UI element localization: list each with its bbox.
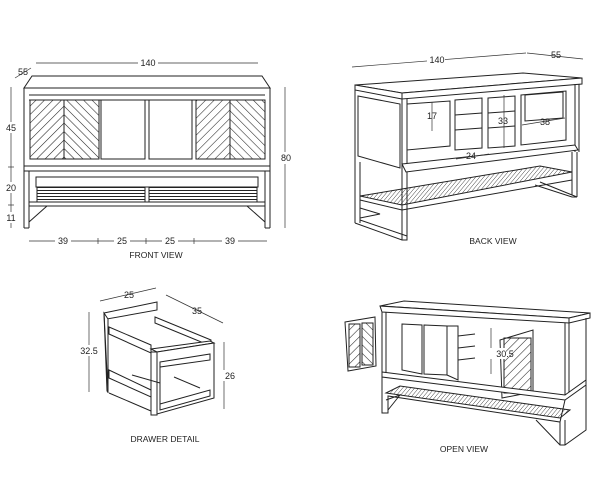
back-inner-dim-17: 17 (427, 111, 437, 121)
back-width-dim: 140 (429, 55, 444, 65)
drawer-detail-caption: DRAWER DETAIL (131, 434, 200, 444)
front-cabinet-height-dim: 45 (6, 123, 16, 133)
front-section-width-1: 39 (58, 236, 68, 246)
back-view: 140 55 17 33 38 24 BACK VIEW (351, 50, 584, 246)
back-view-caption: BACK VIEW (469, 236, 516, 246)
drawer-front-top (103, 301, 158, 320)
front-center-right-panel (148, 99, 193, 160)
front-height-dim: 80 (281, 153, 291, 163)
back-side-panel (357, 95, 401, 169)
front-view-caption: FRONT VIEW (129, 250, 182, 260)
drawer-side-height-dim: 26 (225, 371, 235, 381)
back-grid-shelf (359, 165, 573, 206)
front-center-left-panel (100, 99, 146, 160)
back-inner-dim-38: 38 (540, 117, 550, 127)
front-left-door-herringbone (29, 99, 65, 160)
front-section-width-2: 25 (117, 236, 127, 246)
front-section-width-4: 39 (225, 236, 235, 246)
front-section-width-3: 25 (165, 236, 175, 246)
front-depth-dim: 55 (18, 67, 28, 77)
front-leg-height-dim: 11 (6, 213, 15, 223)
open-view-caption: OPEN VIEW (440, 444, 488, 454)
drawer-front-height-dim: 32.5 (80, 346, 98, 356)
drawer-width-dim: 25 (124, 290, 134, 300)
back-inner-dim-33: 33 (498, 116, 508, 126)
front-shelf-height-dim: 20 (6, 183, 16, 193)
front-width-dim: 140 (140, 58, 155, 68)
open-inner-height-dim: 30.5 (496, 349, 514, 359)
drawer-detail: 25 35 32.5 26 DRAWER DETAIL (80, 287, 237, 444)
drawer-depth-dim: 35 (192, 306, 202, 316)
back-inner-dim-24: 24 (466, 151, 476, 161)
front-top-slab (23, 75, 271, 89)
back-depth-dim: 55 (551, 50, 561, 60)
front-view: 140 55 80 45 20 11 39 25 25 39 FRONT VIE… (3, 58, 293, 260)
open-view: 30.5 OPEN VIEW (344, 300, 591, 454)
drawer-front-post (150, 351, 158, 416)
front-right-door-herringbone (195, 99, 231, 160)
